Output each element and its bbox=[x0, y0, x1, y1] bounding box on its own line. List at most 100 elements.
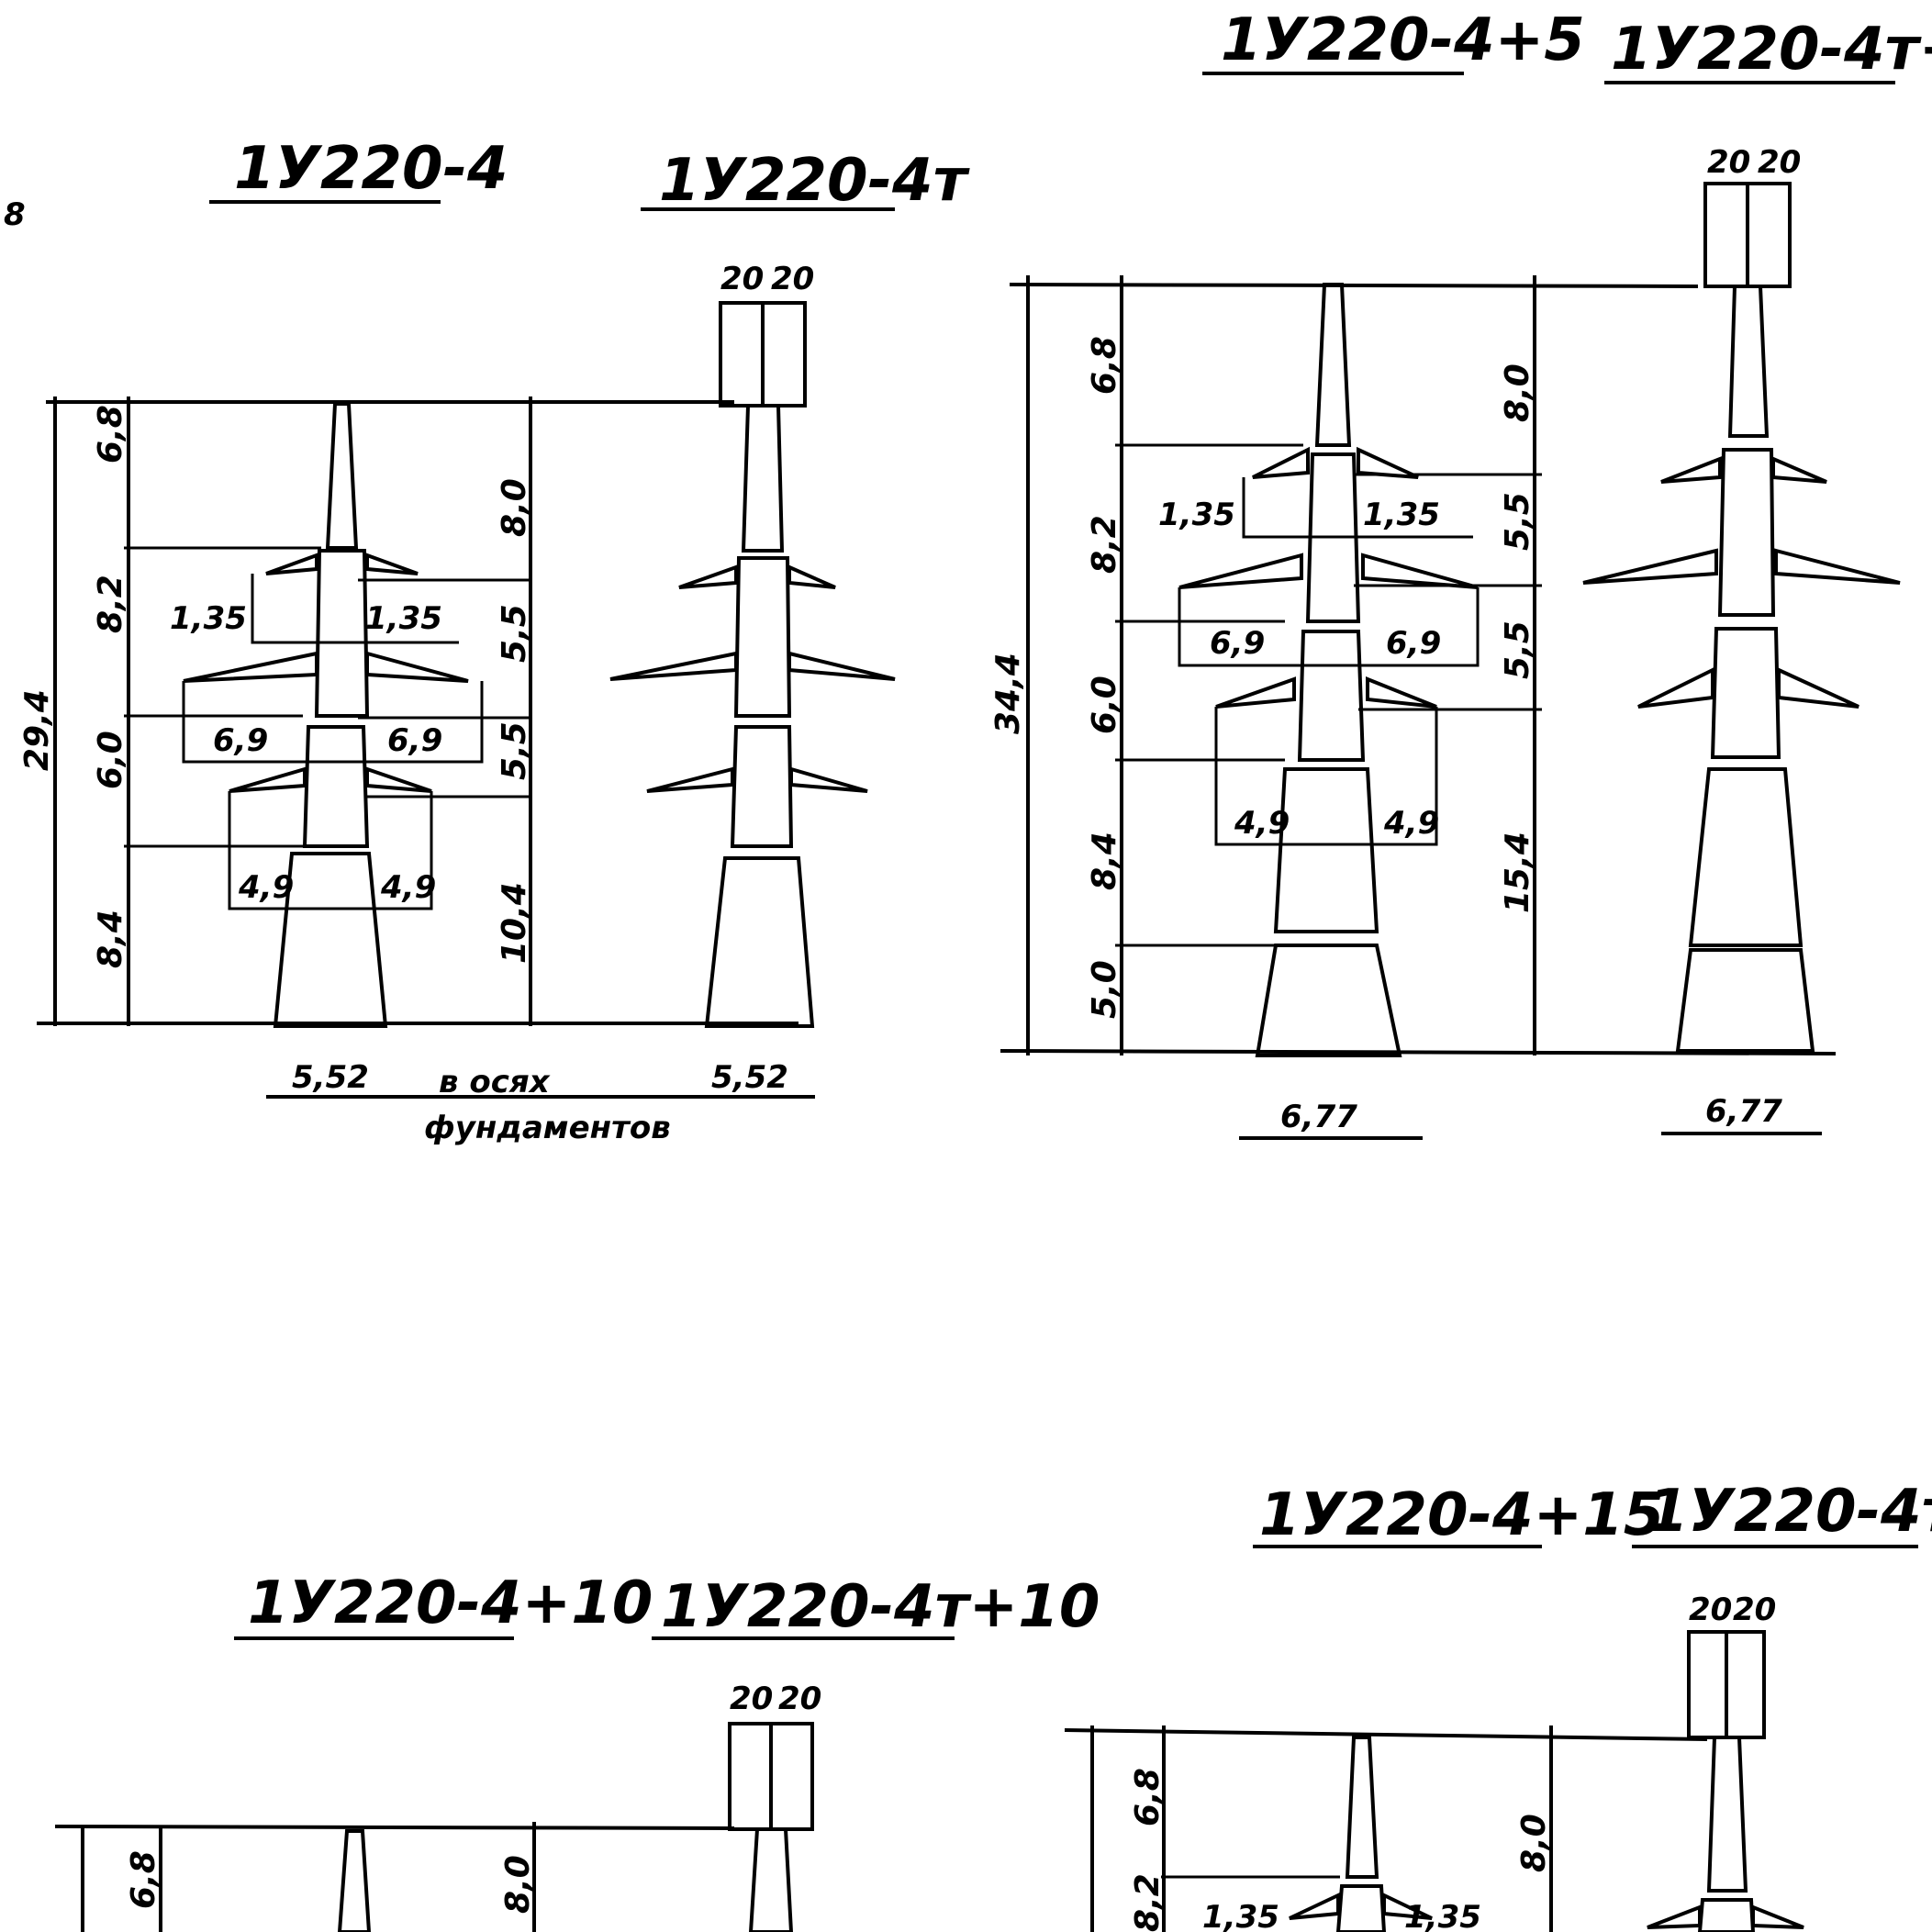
tower-base-section bbox=[273, 852, 388, 1028]
panel-2-title-right: 1У220-4т+5 bbox=[1611, 16, 1932, 84]
tower-arm bbox=[1382, 1892, 1433, 1920]
panel-4-title-left: 1У220-4+15 bbox=[1259, 1481, 1664, 1549]
tower-arm bbox=[609, 651, 738, 681]
tower-arm bbox=[646, 766, 734, 793]
panel-4-top-dim: 20 bbox=[1733, 1591, 1776, 1628]
tower-arm bbox=[1252, 446, 1310, 479]
panel-4-tower-right-upper bbox=[1697, 1898, 1756, 1932]
tower-arm bbox=[1178, 553, 1303, 589]
panel-1-tower-left: 1,35 1,35 6,9 6,9 4,9 4,9 bbox=[170, 402, 484, 1028]
tower-arm bbox=[1771, 455, 1827, 484]
panel-2-title-left: 1У220-4+5 bbox=[1221, 6, 1585, 74]
tower-arm bbox=[229, 766, 307, 793]
panel-2-dim-8-4: 8,4 bbox=[1086, 832, 1123, 890]
panel-2-base-dim-left: 6,77 bbox=[1280, 1099, 1357, 1135]
tower-arm bbox=[789, 766, 868, 793]
panel-1-base-note-1: в осях bbox=[439, 1064, 551, 1100]
panel-4-dim-8-0: 8,0 bbox=[1515, 1814, 1553, 1872]
panel-2-ground-level bbox=[1000, 1049, 1837, 1055]
panel-3-tower-right-peak bbox=[748, 1827, 794, 1932]
panel-1-arm-dim: 4,9 bbox=[380, 869, 436, 906]
tower-upper-section bbox=[1305, 452, 1361, 623]
tower-peak bbox=[1727, 285, 1770, 438]
tower-peak bbox=[1314, 283, 1352, 447]
panel-1-arm-dim: 6,9 bbox=[213, 722, 268, 759]
tower-arm bbox=[1289, 1892, 1340, 1920]
panel-2-arm-dim: 6,9 bbox=[1210, 625, 1265, 662]
arm-dim-line bbox=[1214, 707, 1438, 846]
panel-1-arm-dim: 6,9 bbox=[387, 722, 442, 759]
panel-2-arm-dim: 6,9 bbox=[1386, 625, 1441, 662]
panel-1-total-height: 29,4 bbox=[18, 689, 56, 771]
tower-middle-section bbox=[730, 725, 794, 848]
panel-1-dim-8-0: 8,0 bbox=[496, 478, 533, 537]
tower-arm bbox=[1751, 1904, 1804, 1929]
panel-1-arm-dim: 1,35 bbox=[365, 600, 442, 637]
panel-4-arm-dim: 1,35 bbox=[1404, 1899, 1481, 1932]
tower-middle-section bbox=[302, 725, 370, 848]
panel-1-arm-dim: 1,35 bbox=[170, 600, 247, 637]
panel-2-arm-dim: 4,9 bbox=[1383, 805, 1439, 842]
panel-2-dim-8-0: 8,0 bbox=[1499, 363, 1536, 422]
tower-arm bbox=[183, 651, 318, 683]
panel-1-title-left: 1У220-4 bbox=[234, 135, 508, 203]
panel-1-base-dim-left: 5,52 bbox=[292, 1059, 369, 1096]
tower-arm bbox=[1660, 456, 1722, 484]
panel-2-dim-6-8: 6,8 bbox=[1086, 336, 1123, 395]
tower-arm bbox=[1774, 548, 1901, 585]
panel-2-dim-8-2: 8,2 bbox=[1086, 515, 1123, 574]
tower-arm bbox=[365, 651, 469, 683]
panel-2-dim-15-4: 15,4 bbox=[1499, 832, 1536, 913]
panel-1-dim-5-5-a: 5,5 bbox=[496, 604, 533, 663]
arm-dim-line bbox=[251, 574, 459, 644]
tower-upper-section bbox=[314, 549, 370, 718]
arm-dim-line bbox=[228, 791, 433, 910]
panel-2-arm-dim: 4,9 bbox=[1234, 805, 1290, 842]
panel-4-dim-6-8: 6,8 bbox=[1129, 1768, 1167, 1826]
panel-2-dim-5-5-b: 5,5 bbox=[1499, 620, 1536, 679]
tower-arm bbox=[1366, 676, 1437, 709]
panel-1U220-4: 1У220-4 1У220-4т 6,8 8,2 6,0 8,4 29,4 8,… bbox=[18, 135, 971, 1146]
panel-1-arm-dim: 4,9 bbox=[238, 869, 294, 906]
panel-1-dim-5-5-b: 5,5 bbox=[496, 721, 533, 780]
tower-arm bbox=[1582, 548, 1718, 585]
panel-1-top-dim: 20 bbox=[720, 261, 764, 297]
panel-1-base-note-2: фундаментов bbox=[424, 1110, 671, 1146]
panel-1-dim-6-0: 6,0 bbox=[92, 731, 129, 789]
tower-arm bbox=[1637, 666, 1714, 709]
tower-middle-section bbox=[1297, 630, 1366, 762]
panel-3-title-left: 1У220-4+10 bbox=[248, 1569, 653, 1637]
panel-2-arm-dim: 1,35 bbox=[1158, 497, 1235, 533]
tower-arm bbox=[265, 553, 318, 575]
panel-2-arm-dim: 1,35 bbox=[1363, 497, 1440, 533]
panel-1U220-4-10: 1У220-4+10 1У220-4т+10 6,8 8,0 20 20 bbox=[54, 1569, 1100, 1932]
panel-4-title-right: 1У220-4т+15 bbox=[1647, 1478, 1932, 1546]
panel-1U220-4-15: 1У220-4+15 1У220-4т+15 6,8 8,2 8,0 1,35 … bbox=[1064, 1478, 1932, 1932]
panel-2-total-height: 34,4 bbox=[989, 653, 1027, 734]
panel-3-top-dim: 20 bbox=[730, 1681, 773, 1717]
tower-arm bbox=[1361, 553, 1479, 589]
panel-3-top-dim: 20 bbox=[778, 1681, 821, 1717]
panel-3-title-right: 1У220-4т+10 bbox=[661, 1573, 1100, 1641]
tower-arm bbox=[365, 553, 419, 575]
panel-2-top-dim: 20 bbox=[1758, 144, 1801, 181]
panel-4-tower-left-upper bbox=[1335, 1884, 1387, 1932]
tower-lower-section bbox=[1273, 767, 1379, 933]
tower-base-section bbox=[1255, 944, 1402, 1057]
tower-arm bbox=[678, 564, 738, 589]
arm-dim-line bbox=[1178, 587, 1480, 667]
panel-1-dim-8-4: 8,4 bbox=[92, 910, 129, 968]
panel-2-tower-right: 20 20 bbox=[1582, 144, 1901, 1053]
tower-arm bbox=[1777, 666, 1859, 709]
panel-4-top-dim: 20 bbox=[1689, 1591, 1732, 1628]
tower-peak bbox=[741, 404, 785, 553]
panel-1-dim-6-8: 6,8 bbox=[92, 405, 129, 463]
panel-1-dim-10-4: 10,4 bbox=[496, 882, 533, 964]
tower-upper-section bbox=[733, 556, 792, 718]
panel-1-tower-right: 20 20 bbox=[609, 261, 896, 1028]
panel-1-dim-8-2: 8,2 bbox=[92, 575, 129, 633]
panel-1-top-dim: 20 bbox=[771, 261, 814, 297]
panel-4-tower-right-peak bbox=[1706, 1736, 1748, 1893]
arm-dim-line bbox=[182, 681, 484, 764]
